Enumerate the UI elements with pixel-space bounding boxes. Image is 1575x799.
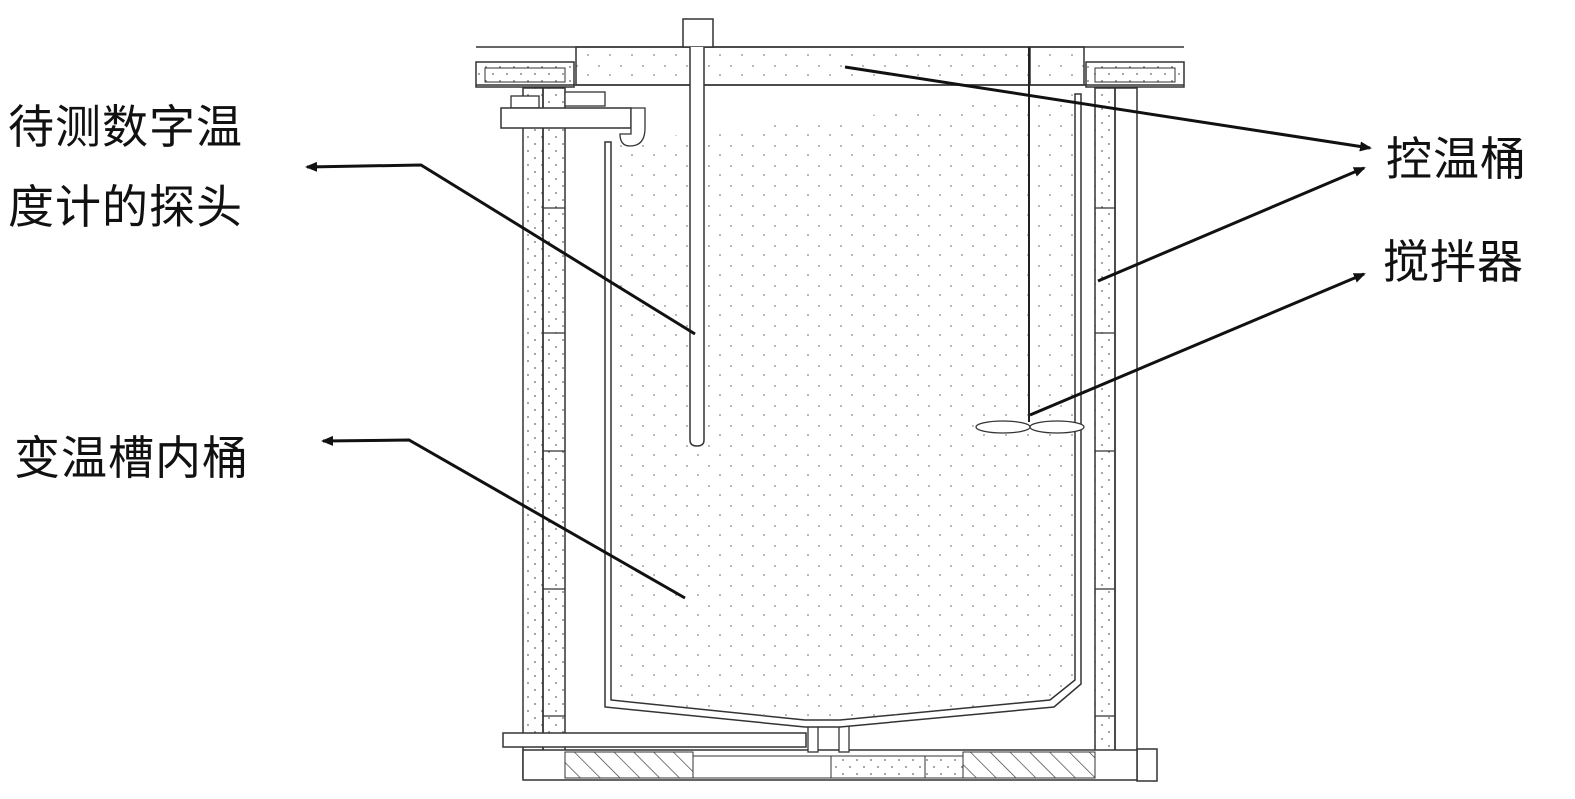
bottom-base: [502, 721, 1138, 781]
thermometer-probe: [689, 47, 705, 447]
leader-lines: [305, 65, 1372, 600]
probe-label-line2: 度计的探头: [8, 180, 243, 234]
inner-bucket-leader: [321, 435, 686, 600]
stirrer-leader: [1029, 272, 1366, 417]
control-bucket-outer-wall: [522, 87, 1158, 782]
inner-bucket: [500, 91, 1082, 728]
wall-leader: [1097, 166, 1366, 283]
stirrer-label: 搅拌器: [1383, 235, 1524, 289]
probe-leader: [305, 161, 696, 336]
control-bucket-label: 控温桶: [1386, 132, 1527, 186]
inner-bucket-label: 变温槽内桶: [14, 431, 249, 485]
stirrer: [975, 47, 1085, 434]
lid-leader: [844, 65, 1372, 152]
probe-label-line1: 待测数字温: [8, 100, 243, 154]
lid-assembly: [475, 18, 1185, 88]
